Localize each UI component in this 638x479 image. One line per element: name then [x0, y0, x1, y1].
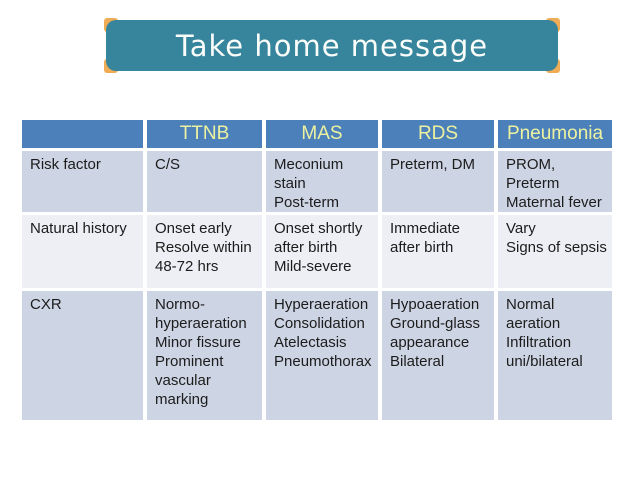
cell-cxr-rds: Hypoaeration Ground-glass appearance Bil… — [382, 291, 494, 420]
cell-cxr-pneumonia: Normal aeration Infiltration uni/bilater… — [498, 291, 612, 420]
title-box: Take home message — [106, 20, 558, 71]
header-cell-mas: MAS — [266, 120, 378, 148]
header-cell-rds: RDS — [382, 120, 494, 148]
cell-natural-history-rds: Immediate after birth — [382, 215, 494, 288]
header-cell-pneumonia: Pneumonia — [498, 120, 612, 148]
cell-risk-factor-pneumonia: PROM, Preterm Maternal fever — [498, 151, 612, 212]
cell-natural-history-mas: Onset shortly after birth Mild-severe — [266, 215, 378, 288]
title-placeholder: Take home message — [104, 18, 560, 73]
cell-risk-factor-mas: Meconium stain Post-term — [266, 151, 378, 212]
cell-natural-history-ttnb: Onset early Resolve within 48-72 hrs — [147, 215, 262, 288]
header-cell-empty — [22, 120, 143, 148]
cell-risk-factor-rds: Preterm, DM — [382, 151, 494, 212]
cell-risk-factor-ttnb: C/S — [147, 151, 262, 212]
row-label-natural-history: Natural history — [22, 215, 143, 288]
header-cell-ttnb: TTNB — [147, 120, 262, 148]
cell-cxr-ttnb: Normo- hyperaeration Minor fissure Promi… — [147, 291, 262, 420]
comparison-table: TTNB MAS RDS Pneumonia Risk factor C/S M… — [22, 120, 612, 420]
page-title: Take home message — [175, 28, 489, 63]
cell-cxr-mas: Hyperaeration Consolidation Atelectasis … — [266, 291, 378, 420]
row-label-cxr: CXR — [22, 291, 143, 420]
row-label-risk-factor: Risk factor — [22, 151, 143, 212]
cell-natural-history-pneumonia: Vary Signs of sepsis — [498, 215, 612, 288]
